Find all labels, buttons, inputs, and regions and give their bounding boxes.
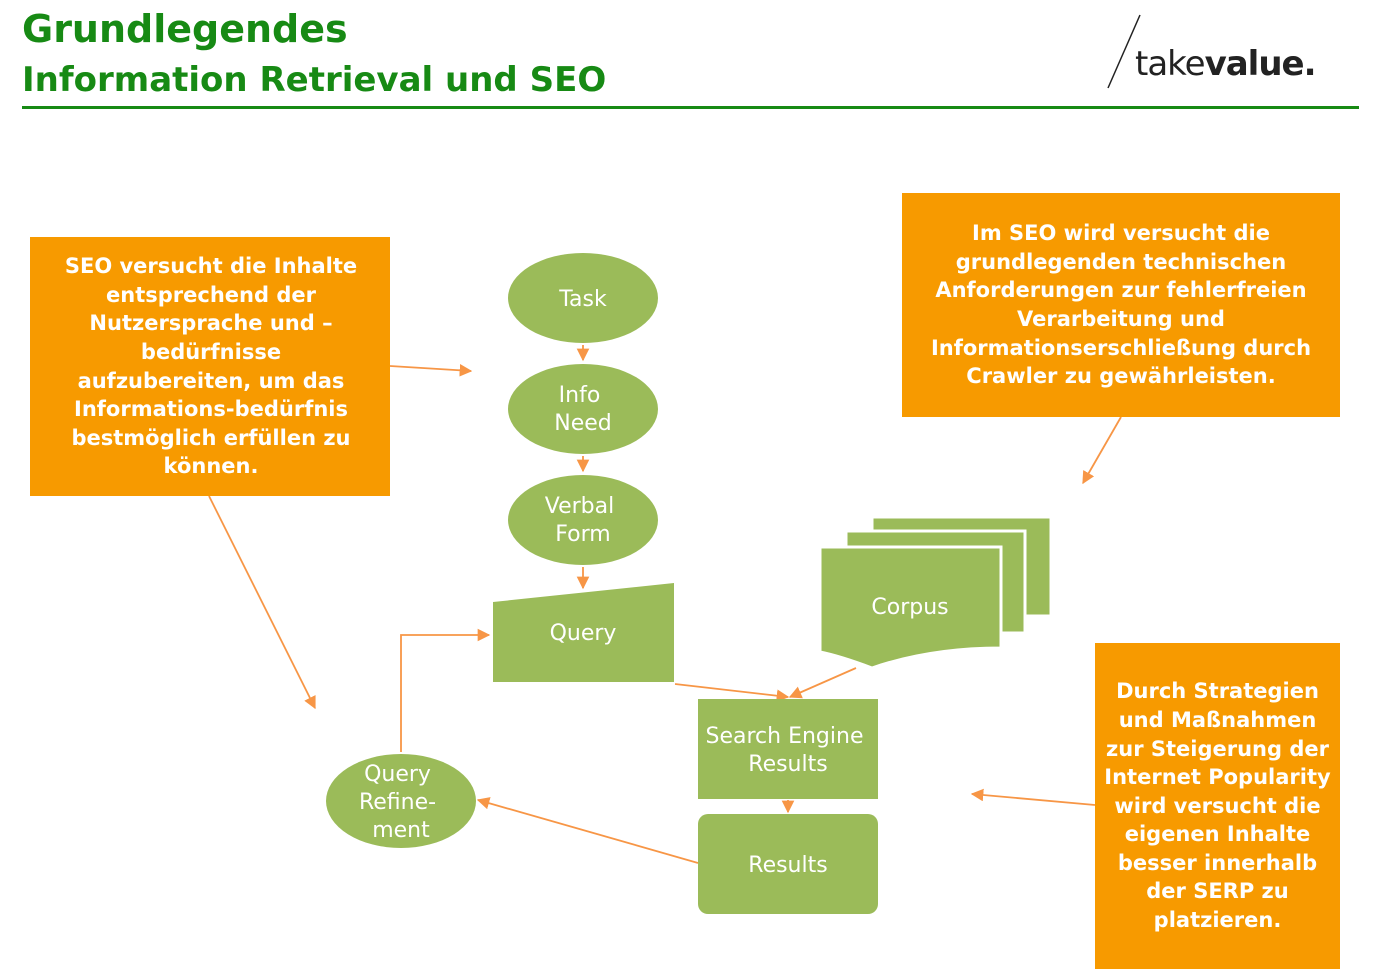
info-need-node bbox=[508, 364, 658, 454]
note-seo-language: SEO versucht die Inhalte entsprechend de… bbox=[30, 237, 390, 496]
note-seo-language-text: SEO versucht die Inhalte entsprechend de… bbox=[64, 254, 358, 479]
query-refinement-node bbox=[326, 754, 476, 848]
page-subtitle: Information Retrieval und SEO bbox=[22, 60, 607, 100]
arrow-query-to-search-engine bbox=[674, 683, 790, 702]
query-node bbox=[493, 583, 674, 682]
arrow-refinement-to-query bbox=[400, 628, 491, 752]
results-node bbox=[698, 814, 878, 914]
corpus-node bbox=[818, 545, 1003, 670]
note-seo-technical-text: Im SEO wird versucht die grundlegenden t… bbox=[930, 221, 1312, 389]
arrow-corpus-to-search-engine bbox=[788, 667, 857, 699]
results-label: Results bbox=[748, 853, 827, 878]
corpus-label: Corpus bbox=[871, 595, 948, 620]
arrow-note-left-to-diagram bbox=[389, 364, 473, 377]
arrow-note-top-to-corpus bbox=[1082, 416, 1122, 485]
verbal-form-label: Verbal Form bbox=[545, 494, 621, 547]
note-seo-popularity-text: Durch Strategien und Maßnahmen zur Steig… bbox=[1104, 679, 1331, 933]
logo-text-light: take bbox=[1135, 44, 1206, 84]
task-label: Task bbox=[558, 287, 607, 312]
query-refinement-label: Query Refine- ment bbox=[359, 762, 443, 843]
logo-wordmark: takevalue. bbox=[1135, 44, 1317, 84]
note-seo-popularity: Durch Strategien und Maßnahmen zur Steig… bbox=[1095, 643, 1340, 969]
arrow-note-left-to-refinement bbox=[208, 495, 316, 710]
query-label: Query bbox=[550, 621, 617, 646]
logo-text-bold: value. bbox=[1204, 44, 1317, 84]
arrow-results-to-refinement bbox=[476, 797, 699, 864]
page-title: Grundlegendes bbox=[22, 7, 348, 51]
takevalue-logo: takevalue. bbox=[1105, 14, 1345, 90]
arrow-note-bottom-to-results bbox=[970, 788, 1096, 806]
note-seo-technical: Im SEO wird versucht die grundlegenden t… bbox=[902, 193, 1340, 417]
title-divider bbox=[22, 106, 1359, 109]
verbal-form-node bbox=[508, 475, 658, 565]
task-node bbox=[508, 253, 658, 343]
info-need-label: Info Need bbox=[554, 383, 612, 436]
logo-slash-icon bbox=[1107, 14, 1141, 89]
search-engine-results-node bbox=[698, 699, 878, 799]
search-engine-results-label: Search Engine Results bbox=[706, 724, 871, 777]
